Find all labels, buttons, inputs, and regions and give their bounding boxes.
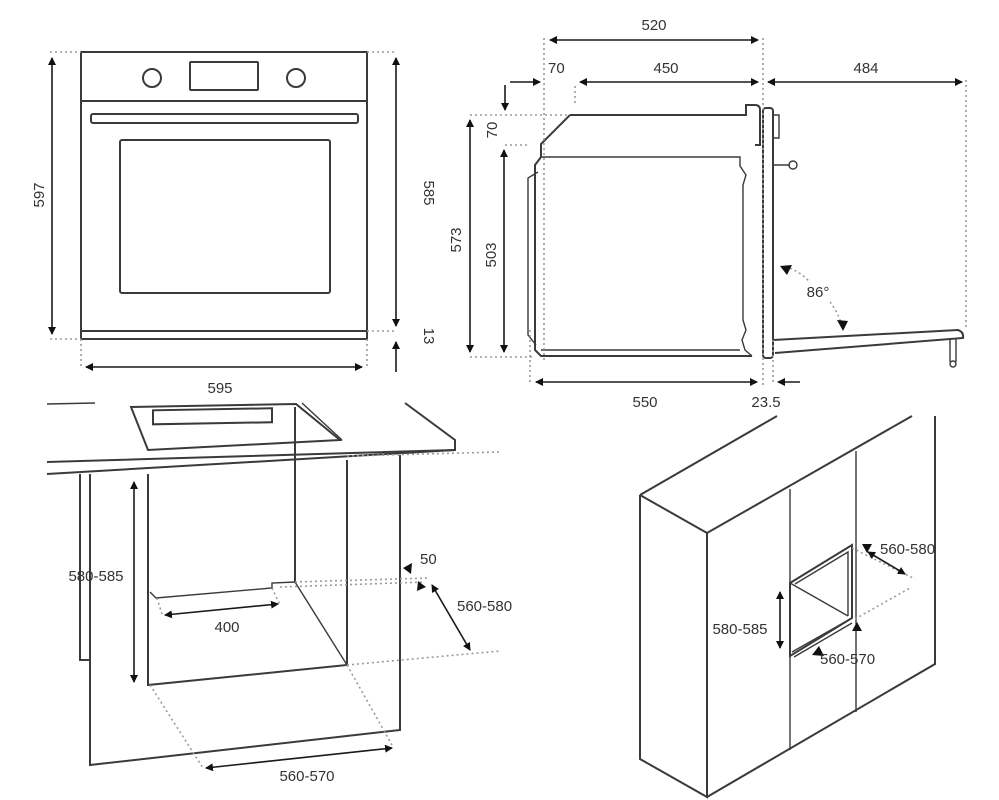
countertop [46, 402, 456, 463]
oven-front-outline [80, 51, 368, 340]
door-handle [90, 113, 359, 124]
hob-burner [152, 407, 273, 426]
countertop-front [46, 449, 456, 475]
tall-unit-side [639, 495, 708, 799]
height-total-label: 597 [31, 182, 48, 207]
door-window [119, 139, 331, 294]
niche-width-label: 560-570 [279, 768, 334, 785]
cabinet-side-left [79, 474, 91, 661]
niche-width-dim [205, 744, 393, 772]
bottom-gap-label: 13 [420, 328, 437, 345]
guide-line [294, 577, 431, 583]
side-view: 520 70 450 484 70 573 503 550 23.5 86° [448, 17, 967, 411]
front-view: 597 585 13 595 [31, 51, 437, 397]
open-door [772, 328, 965, 354]
tall-niche-height-label: 580-585 [712, 621, 767, 638]
door-panel [762, 107, 774, 359]
niche-depth-label: 560-580 [457, 598, 512, 615]
guide-line [346, 664, 393, 746]
vent-gap-arrow-icon [403, 563, 412, 574]
guide-line [156, 597, 163, 615]
vent-gap-arrow-icon [417, 581, 426, 591]
tall-unit-top-front [639, 415, 913, 535]
rear-vent [527, 171, 539, 346]
tall-unit-top-left [639, 415, 778, 496]
hob [129, 402, 343, 452]
tall-niche-width-label: 560-570 [820, 651, 875, 668]
tall-depth-arrow-icon [862, 544, 872, 553]
cavity-outline [541, 156, 753, 357]
top-offset-label: 70 [548, 60, 565, 77]
tall-unit-view: 560-580 580-585 560-570 [639, 415, 936, 799]
tall-width-arrow-icon [812, 646, 824, 656]
angle-arrow-icon [837, 320, 848, 331]
height-body-label: 585 [420, 180, 437, 205]
tall-niche-sill [791, 617, 853, 658]
door-angle-label: 86° [807, 284, 830, 301]
vent-gap-label: 50 [420, 551, 437, 568]
tall-niche-depth-label: 560-580 [880, 541, 935, 558]
tall-unit-front [706, 416, 936, 798]
cavity-height-label: 503 [483, 242, 500, 267]
right-knob-icon [286, 68, 306, 88]
door-thickness-label: 23.5 [751, 394, 780, 411]
under-counter-view: 580-585 400 50 560-580 560-570 [46, 402, 512, 785]
tall-width-arrow-icon [852, 622, 862, 631]
handle-knob-icon [788, 160, 798, 170]
rear-vent-dim [164, 600, 279, 619]
body-depth-label: 550 [632, 394, 657, 411]
guide-line [854, 587, 911, 620]
angle-arc [789, 267, 811, 284]
display-panel [189, 61, 259, 91]
niche-opening [147, 460, 348, 687]
rear-vent-label: 400 [214, 619, 239, 636]
angle-arrow-icon [780, 265, 792, 275]
guide-line [149, 684, 204, 769]
door-open-reach-label: 484 [853, 60, 878, 77]
guide-line [346, 451, 501, 457]
height-total-side-label: 573 [448, 227, 465, 252]
top-depth-label: 450 [653, 60, 678, 77]
control-knob-side [773, 114, 780, 139]
width-label: 595 [207, 380, 232, 397]
bevel-label: 70 [484, 122, 501, 139]
rear-outline [534, 114, 752, 357]
tall-niche-inner [794, 550, 849, 616]
countertop-edge [46, 402, 96, 405]
tall-niche-depth-dim [867, 551, 906, 575]
niche-floor [149, 581, 348, 666]
niche-depth-dim [431, 584, 471, 651]
guide-line [279, 581, 426, 588]
cabinet-front [89, 455, 401, 767]
niche-height-label: 580-585 [68, 568, 123, 585]
hob-edge [301, 402, 343, 441]
door-handle-open [949, 338, 957, 362]
guide-line [346, 650, 501, 666]
depth-overall-label: 520 [641, 17, 666, 34]
left-knob-icon [142, 68, 162, 88]
top-panel [570, 104, 761, 146]
guide-line [271, 587, 281, 606]
tall-niche-diagonal [789, 582, 849, 617]
handle-end-icon [949, 360, 957, 368]
